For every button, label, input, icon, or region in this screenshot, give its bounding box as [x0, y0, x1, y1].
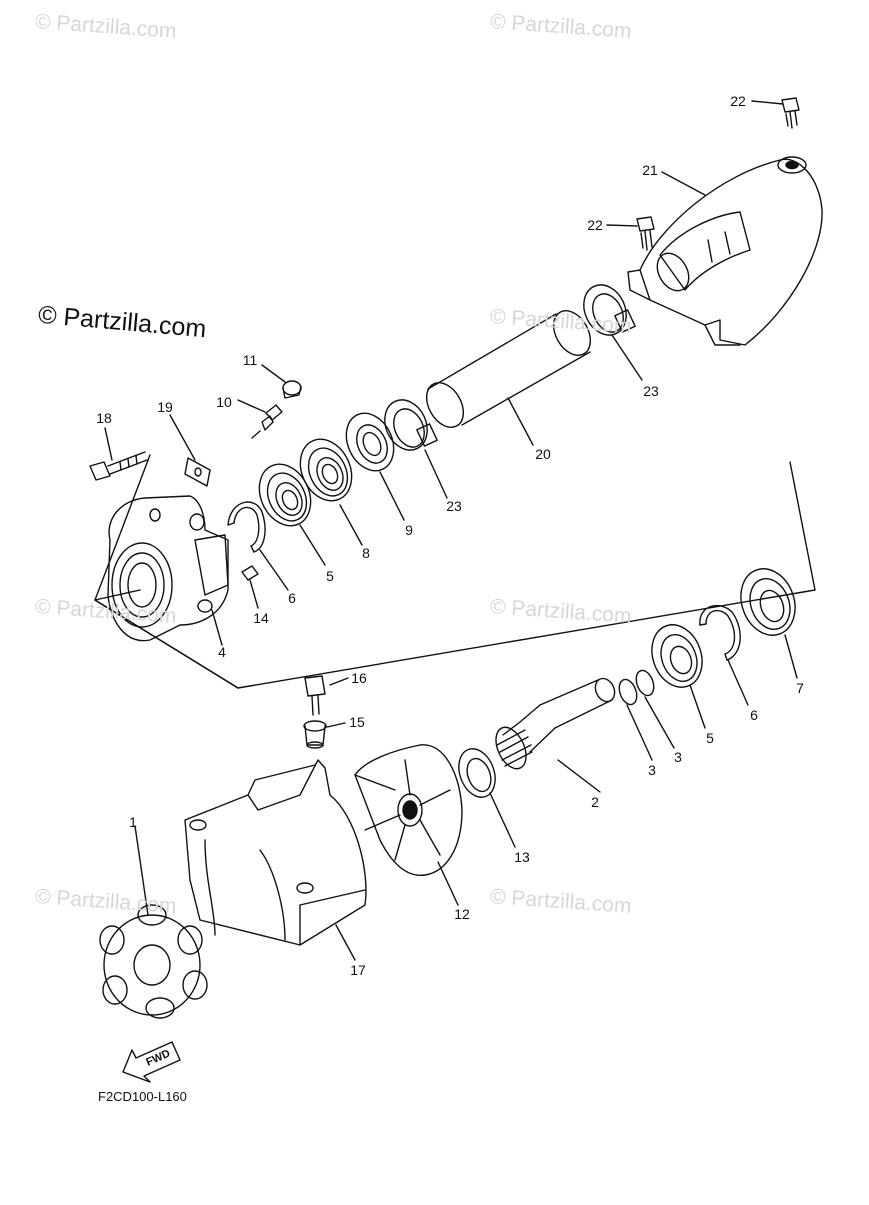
- callout-5-lower[interactable]: 5: [706, 730, 714, 746]
- part-6-circlip-lower[interactable]: [699, 604, 741, 661]
- callout-21[interactable]: 21: [642, 162, 658, 178]
- callout-6-upper[interactable]: 6: [288, 590, 296, 606]
- callout-2[interactable]: 2: [591, 794, 599, 810]
- part-22-bolt-mid[interactable]: [636, 216, 655, 251]
- part-23-clamp-lower[interactable]: [377, 393, 438, 457]
- part-12-impeller[interactable]: [354, 744, 463, 876]
- callout-22-mid[interactable]: 22: [587, 217, 603, 233]
- part-5-bearing-upper[interactable]: [250, 456, 321, 534]
- part-3-o-ring-b[interactable]: [633, 668, 657, 698]
- subassembly-outline-edge: [94, 599, 239, 689]
- part-9-seal[interactable]: [337, 406, 402, 479]
- callout-14[interactable]: 14: [253, 610, 269, 626]
- part-10-grease-nipple[interactable]: [251, 404, 283, 439]
- callout-17[interactable]: 17: [350, 962, 366, 978]
- part-7-bearing[interactable]: [732, 561, 804, 643]
- part-13-ring[interactable]: [452, 744, 501, 803]
- callout-19[interactable]: 19: [157, 399, 173, 415]
- callout-13[interactable]: 13: [514, 849, 530, 865]
- callout-10[interactable]: 10: [216, 394, 232, 410]
- callout-9[interactable]: 9: [405, 522, 413, 538]
- part-20-tube[interactable]: [419, 304, 598, 434]
- part-2-drive-shaft[interactable]: [490, 675, 618, 773]
- callout-22-top[interactable]: 22: [730, 93, 746, 109]
- callout-16[interactable]: 16: [351, 670, 367, 686]
- callout-3a[interactable]: 3: [648, 762, 656, 778]
- callout-23-upper[interactable]: 23: [643, 383, 659, 399]
- part-1-damper[interactable]: [99, 904, 208, 1019]
- part-19-plate[interactable]: [184, 457, 211, 487]
- part-17-pump-case[interactable]: [184, 759, 367, 946]
- subassembly-outline: [94, 454, 816, 689]
- callout-1[interactable]: 1: [129, 814, 137, 830]
- callout-20[interactable]: 20: [535, 446, 551, 462]
- part-18-bolt[interactable]: [89, 451, 148, 481]
- part-5-bearing-lower[interactable]: [644, 618, 711, 695]
- diagram-code: F2CD100-L160: [98, 1089, 187, 1104]
- part-15-collar[interactable]: [303, 720, 327, 749]
- callout-18[interactable]: 18: [96, 410, 112, 426]
- callout-6-lower[interactable]: 6: [750, 707, 758, 723]
- callout-12[interactable]: 12: [454, 906, 470, 922]
- part-4-pump-housing[interactable]: [94, 495, 229, 642]
- leader-lines: [104, 100, 798, 961]
- part-3-o-ring-a[interactable]: [616, 677, 640, 707]
- part-22-bolt-top[interactable]: [781, 97, 800, 129]
- callout-11[interactable]: 11: [242, 352, 258, 368]
- callout-4[interactable]: 4: [218, 644, 226, 660]
- part-21-nozzle-housing[interactable]: [627, 156, 823, 346]
- part-6-circlip-upper[interactable]: [227, 501, 266, 553]
- fwd-arrow-icon: FWD: [122, 1041, 181, 1083]
- callout-7[interactable]: 7: [796, 680, 804, 696]
- callout-15[interactable]: 15: [349, 714, 365, 730]
- callout-3b[interactable]: 3: [674, 749, 682, 765]
- callout-5-upper[interactable]: 5: [326, 568, 334, 584]
- callout-23-lower[interactable]: 23: [446, 498, 462, 514]
- callout-8[interactable]: 8: [362, 545, 370, 561]
- part-11-cap[interactable]: [282, 380, 302, 399]
- part-14-pin[interactable]: [241, 565, 259, 581]
- part-23-clamp-upper[interactable]: [576, 278, 636, 342]
- part-16-bolt[interactable]: [304, 675, 326, 716]
